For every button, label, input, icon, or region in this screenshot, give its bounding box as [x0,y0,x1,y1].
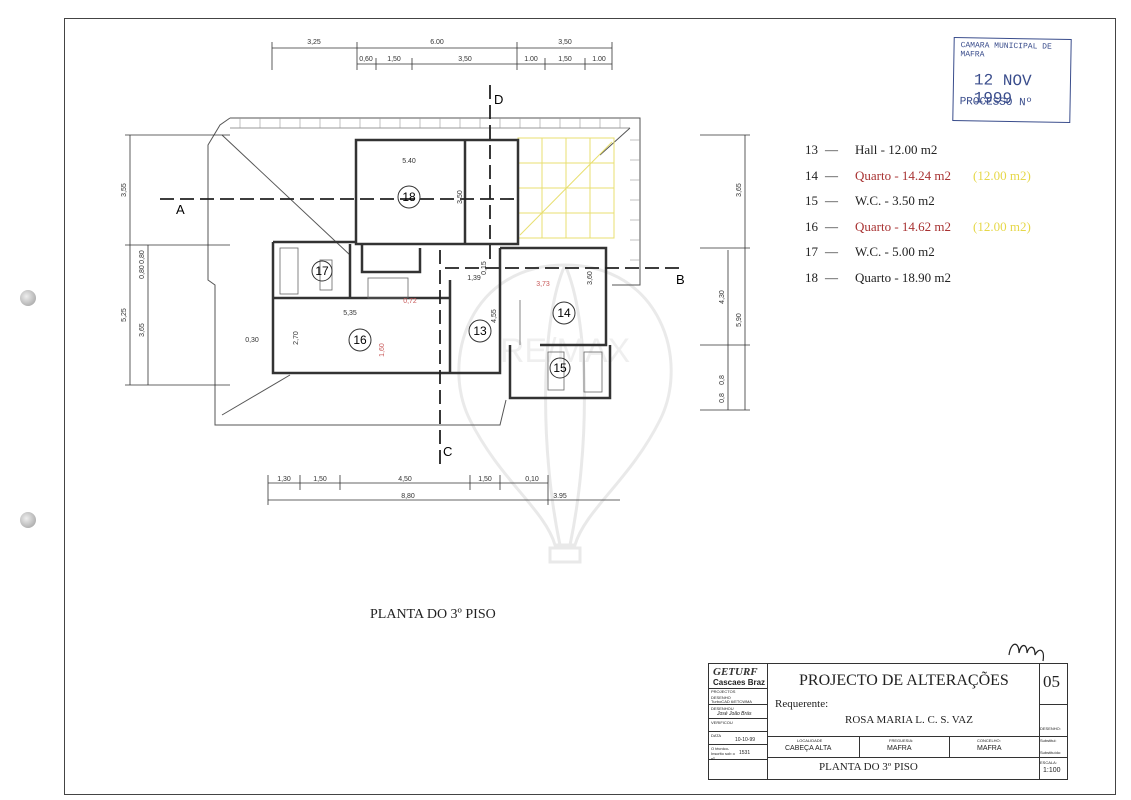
svg-text:0,60: 0,60 [359,56,373,63]
requester-name: ROSA MARIA L. C. S. VAZ [845,714,973,726]
svg-text:3,50: 3,50 [558,39,572,46]
section-a-label: A [176,202,185,217]
sheet-title: PLANTA DO 3º PISO [819,761,918,773]
punch-hole [20,512,36,528]
stamp-line-1: CAMARA MUNICIPAL DE MAFRA [960,41,1052,60]
roof-outline [207,117,641,426]
svg-text:0,10: 0,10 [525,476,539,483]
dimension-lines [125,42,750,505]
drawing-sheet [64,18,1116,795]
title-block: GETURF Cascaes Braz PROJECTOS DESENHO Tu… [708,663,1068,780]
watermark: RE/MAX [457,263,673,564]
terrace-grid [517,137,615,239]
svg-text:5.40: 5.40 [402,158,416,165]
svg-text:RE/MAX: RE/MAX [500,332,630,370]
punch-hole [20,290,36,306]
svg-text:1,50: 1,50 [478,476,492,483]
room-markers [311,185,576,379]
plan-title: PLANTA DO 3º PISO [370,607,496,622]
scale-value: 1:100 [1043,767,1061,774]
room-legend: 13— Hall - 12.00 m2 14— Quarto - 14.24 m… [805,137,1031,290]
svg-text:1.00: 1.00 [524,56,538,63]
svg-text:8,80: 8,80 [401,493,415,500]
fixtures [279,247,603,393]
svg-text:3,50: 3,50 [457,190,464,204]
svg-text:0,30: 0,30 [245,337,259,344]
svg-text:3,65: 3,65 [736,183,743,197]
legend-row: 15— W.C. - 3.50 m2 [805,193,935,208]
svg-text:0,8: 0,8 [719,393,726,403]
svg-text:3.95: 3.95 [553,493,567,500]
dimension-labels: 3,25 6.00 3,50 0,60 1,50 3,50 1.00 1,50 … [121,39,743,500]
legend-row: 18— Quarto - 18.90 m2 [805,269,952,285]
svg-text:3,55: 3,55 [121,183,128,197]
svg-text:6.00: 6.00 [430,39,444,46]
svg-text:2,70: 2,70 [293,331,300,345]
section-lines [160,85,680,470]
svg-text:1,30: 1,30 [277,476,291,483]
svg-text:0,15: 0,15 [481,261,488,275]
project-title: PROJECTO DE ALTERAÇÕES [799,672,1009,689]
svg-text:1,39: 1,39 [467,275,481,282]
roof-hatching [239,118,640,261]
svg-text:4,55: 4,55 [491,309,498,323]
municipal-stamp: CAMARA MUNICIPAL DE MAFRA 12 NOV 1999 PR… [952,36,1072,124]
svg-text:4,30: 4,30 [719,290,726,304]
room-18: 18 [402,190,416,204]
svg-text:3,25: 3,25 [307,39,321,46]
stamp-process: PROCESSO Nº [959,96,1033,110]
section-c-label: C [443,444,452,459]
svg-text:4,50: 4,50 [398,476,412,483]
legend-row: 14— Quarto - 14.24 m2 (12.00 m2) [805,167,1031,183]
company-logo: GETURF [713,666,758,678]
company-sub: Cascaes Braz [713,678,766,687]
legend-row: 13— Hall - 12.00 m2 [805,142,938,157]
signature [1008,643,1044,662]
svg-text:1.00: 1.00 [592,56,606,63]
room-14: 14 [557,306,571,320]
section-b-label: B [676,272,685,287]
walls [271,138,612,400]
svg-text:5,90: 5,90 [736,313,743,327]
room-17: 17 [315,264,329,278]
svg-text:0,72: 0,72 [403,298,417,305]
svg-text:1,50: 1,50 [558,56,572,63]
svg-text:5,35: 5,35 [343,310,357,317]
svg-text:3,65: 3,65 [139,323,146,337]
room-16: 16 [353,333,367,347]
svg-text:5,25: 5,25 [121,308,128,322]
legend-row: 17— W.C. - 5.00 m2 [805,244,935,259]
svg-text:3,73: 3,73 [536,281,550,288]
svg-text:0,8: 0,8 [719,375,726,385]
svg-text:1,60: 1,60 [379,343,386,357]
section-d-label: D [494,92,503,107]
room-13: 13 [473,324,487,338]
legend-row: 16— Quarto - 14.62 m2 (12.00 m2) [805,218,1031,234]
svg-text:0,80: 0,80 [139,265,146,279]
room-15: 15 [553,361,567,375]
svg-text:1,50: 1,50 [313,476,327,483]
svg-text:0,80: 0,80 [139,250,146,264]
svg-text:3,50: 3,50 [458,56,472,63]
sheet-number: 05 [1043,672,1060,691]
svg-text:3,60: 3,60 [587,271,594,285]
svg-text:1,50: 1,50 [387,56,401,63]
